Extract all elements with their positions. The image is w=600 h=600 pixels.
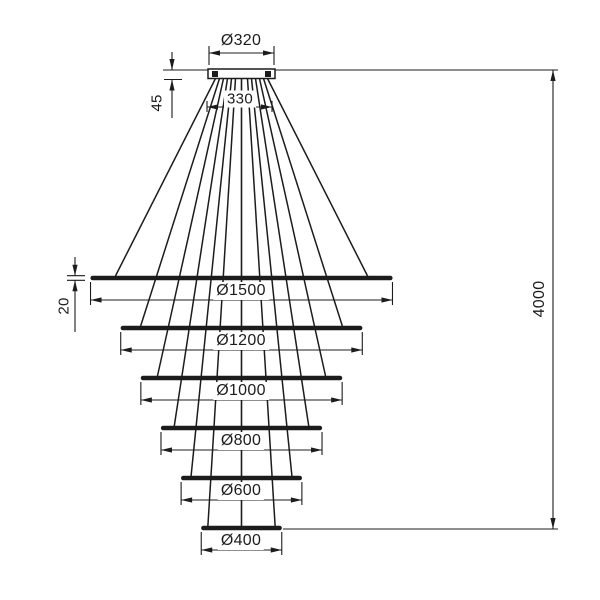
ring-bars xyxy=(90,275,393,531)
dimension-arrow xyxy=(311,447,323,453)
dimension-arrow xyxy=(140,397,152,403)
dimension-arrow xyxy=(72,280,78,292)
dimension-arrow xyxy=(120,347,132,353)
dimension-arrow xyxy=(270,547,282,553)
overall-drop-label: 4000 xyxy=(531,280,548,318)
ring-diameter-label-1500: Ø1500 xyxy=(213,282,269,300)
wire-spread-label: 330 xyxy=(224,90,256,108)
canopy-plate xyxy=(207,68,276,80)
ring-diameter-label-1200: Ø1200 xyxy=(213,332,269,350)
ring-diameter-label-400: Ø400 xyxy=(217,532,265,550)
dimension-arrow xyxy=(261,104,272,110)
dimension-arrow xyxy=(381,297,393,303)
suspension-wires xyxy=(114,78,369,527)
dimension-arrow xyxy=(550,70,556,81)
dimension-arrow xyxy=(90,297,102,303)
dimension-arrow xyxy=(169,79,175,91)
dimension-arrow xyxy=(160,447,172,453)
canopy-screw xyxy=(265,71,271,77)
ring-diameter-label-800: Ø800 xyxy=(217,432,265,450)
ring-thickness-label: 20 xyxy=(55,297,73,315)
dimension-arrow xyxy=(201,547,213,553)
dimension-arrow xyxy=(263,50,274,56)
ring-diameter-label-1000: Ø1000 xyxy=(213,382,269,400)
dimension-arrow xyxy=(331,397,343,403)
dimension-arrow xyxy=(209,50,220,56)
dimension-arrow xyxy=(181,497,193,503)
canopy-diameter-label: Ø320 xyxy=(220,32,262,49)
dimension-lines xyxy=(67,46,558,555)
dimension-arrow xyxy=(351,347,363,353)
dimension-arrow xyxy=(169,59,175,70)
dimension-arrow xyxy=(72,264,78,276)
dimension-arrow xyxy=(207,104,218,110)
canopy xyxy=(207,68,276,80)
ring-diameter-label-600: Ø600 xyxy=(217,482,265,500)
canopy-screw xyxy=(212,71,218,77)
canopy-height-label: 45 xyxy=(148,94,166,112)
dimension-arrow xyxy=(290,497,302,503)
dimension-arrow xyxy=(550,518,556,529)
